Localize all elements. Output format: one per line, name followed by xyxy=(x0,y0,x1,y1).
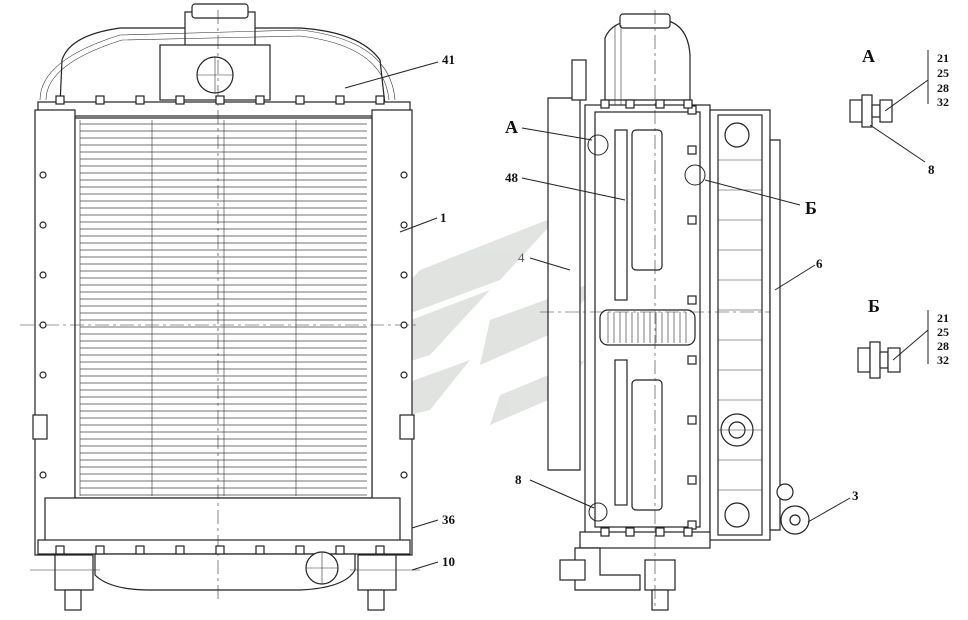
detail-b-labels: Б 21 25 28 32 xyxy=(868,296,949,367)
bottom-tank xyxy=(44,497,401,547)
callout-a: А xyxy=(505,117,518,137)
mount-foot-right xyxy=(357,554,397,591)
detail-b-part-3: 28 xyxy=(937,339,949,353)
side-window-upper xyxy=(631,129,663,271)
detail-a-part-3: 28 xyxy=(937,81,949,95)
fan-shroud xyxy=(547,97,581,471)
side-bolts xyxy=(600,99,697,537)
detail-a-part-1: 21 xyxy=(937,51,949,65)
side-bottom-flange xyxy=(579,531,711,549)
side-view xyxy=(540,10,810,611)
hose-ribs xyxy=(607,312,687,343)
callout-1: 1 xyxy=(440,210,447,225)
detail-b-title: Б xyxy=(868,296,880,316)
detail-a-labels: А 21 25 28 32 8 xyxy=(862,46,949,177)
overflow-pipe xyxy=(571,59,587,101)
leader-lines xyxy=(344,61,851,571)
side-frame-left xyxy=(34,109,76,556)
callout-b: Б xyxy=(805,198,817,218)
front-bolts xyxy=(39,95,408,555)
detail-a-drawing xyxy=(849,50,929,163)
callout-4: 4 xyxy=(518,250,525,265)
callout-41: 41 xyxy=(442,52,455,67)
detail-a-part-2: 25 xyxy=(937,66,949,80)
side-outlet xyxy=(574,547,641,591)
callout-3: 3 xyxy=(852,488,859,503)
lower-manifold xyxy=(94,553,356,591)
detail-a-title: А xyxy=(862,46,875,66)
mount-foot-left xyxy=(54,554,94,591)
tank-ribs xyxy=(718,159,762,491)
detail-b-part-2: 25 xyxy=(937,325,949,339)
detail-a-extra: 8 xyxy=(928,162,935,177)
detail-b-part-4: 32 xyxy=(937,353,949,367)
callout-36: 36 xyxy=(442,512,456,527)
detail-b-part-1: 21 xyxy=(937,311,949,325)
bracket-plate xyxy=(769,139,781,531)
hose xyxy=(599,309,696,346)
radiator-core xyxy=(74,117,373,499)
callout-6: 6 xyxy=(816,256,823,271)
detail-b-drawing xyxy=(857,310,929,379)
side-window-lower xyxy=(631,379,663,511)
front-view xyxy=(20,3,420,611)
side-strap xyxy=(614,129,628,301)
callout-labels: 41 1 36 10 А 48 4 Б 6 8 3 xyxy=(440,52,859,569)
side-frame-right xyxy=(371,109,413,556)
detail-a-part-4: 32 xyxy=(937,95,949,109)
filler-cap xyxy=(191,3,249,19)
core-fins xyxy=(79,120,367,496)
callout-10: 10 xyxy=(442,554,455,569)
callout-8: 8 xyxy=(515,472,522,487)
side-top-tank xyxy=(604,19,691,101)
callout-48: 48 xyxy=(505,170,519,185)
